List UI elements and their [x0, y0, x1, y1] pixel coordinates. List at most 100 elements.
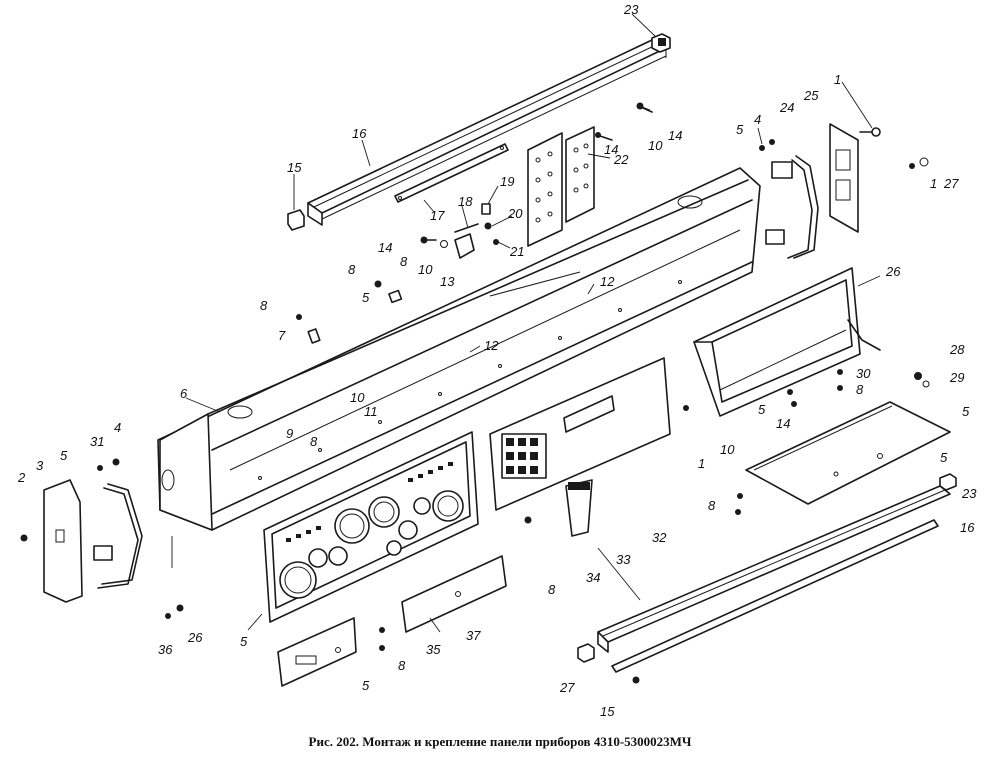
leader-lines	[171, 13, 881, 633]
bracket-2	[43, 479, 83, 603]
callout-14: 14	[378, 240, 392, 255]
callout-6: 6	[180, 386, 188, 401]
callout-23: 5	[940, 450, 948, 465]
callout-2: 3	[36, 458, 44, 473]
end-cap-23-top	[651, 33, 671, 53]
indicator-lamps	[286, 462, 453, 542]
switch-block	[501, 433, 547, 479]
bracket-36	[277, 617, 357, 687]
bracket-25	[829, 123, 859, 233]
gauge-speedometer	[279, 561, 317, 599]
callout-10: 10	[648, 138, 663, 153]
callout-34: 33	[616, 552, 631, 567]
plate-22	[527, 126, 595, 247]
callout-8: 8	[400, 254, 408, 269]
callout-8: 8	[348, 262, 356, 277]
callout-5: 5	[362, 290, 370, 305]
callout-16: 16	[352, 126, 367, 141]
callout-22: 22	[613, 152, 629, 167]
strip-17	[394, 143, 509, 203]
callout-14: 5	[758, 402, 766, 417]
callout-1: 2	[17, 470, 26, 485]
callout-25: 25	[803, 88, 819, 103]
callout-23: 23	[623, 2, 639, 17]
gauge-large-1	[334, 508, 370, 544]
callout-37: 5	[240, 634, 248, 649]
callout-8: 8	[310, 434, 318, 449]
callout-36: 5	[362, 678, 370, 693]
end-cap-23-bottom	[939, 473, 957, 491]
callout-27: 1	[930, 176, 937, 191]
callout-12: 12	[484, 338, 499, 353]
callout-3: 5	[60, 448, 68, 463]
bracket-35	[401, 555, 507, 633]
callout-19: 19	[500, 174, 514, 189]
end-cap-15-top	[287, 209, 305, 231]
callout-10: 10	[418, 262, 433, 277]
screw-14-bottom	[632, 676, 640, 684]
callout-5: 8	[398, 658, 406, 673]
callout-35: 37	[466, 628, 481, 643]
callout-24: 24	[779, 100, 794, 115]
figure-caption: Рис. 202. Монтаж и крепление панели приб…	[308, 734, 692, 749]
callout-5: 8	[708, 498, 716, 513]
callout-33: 32	[652, 530, 667, 545]
callout-8: 35	[426, 642, 441, 657]
callout-8: 30	[856, 366, 871, 381]
callout-14: 14	[668, 128, 682, 143]
callout-15: 27	[559, 680, 575, 695]
callout-17: 17	[430, 208, 445, 223]
callout-30: 29	[949, 370, 964, 385]
strip-32	[611, 519, 939, 673]
fasteners-right-top	[759, 127, 929, 169]
glovebox-lid-31	[745, 401, 951, 505]
gauge-large-2	[368, 496, 400, 528]
lower-trim-strip-16	[597, 485, 951, 653]
callout-4: 4	[754, 112, 761, 127]
callout-27: 26	[187, 630, 203, 645]
handle-3	[93, 483, 143, 589]
dashboard-frame-6	[157, 167, 761, 531]
switch-panel-33	[489, 357, 671, 511]
glovebox-frame-28	[693, 267, 881, 417]
callout-10: 14	[776, 416, 790, 431]
bracket-24	[765, 155, 819, 259]
callout-18: 18	[458, 194, 473, 209]
callout-labels: 23 16 15 17 18 19 20 21 22 14 14 10 14 8…	[17, 2, 977, 719]
callout-26: 36	[158, 642, 173, 657]
fasteners-right-mid	[683, 369, 930, 515]
switch-cover-34	[565, 479, 593, 537]
callout-7: 7	[278, 328, 286, 343]
callout-5: 5	[736, 122, 744, 137]
upper-trim-strip-16	[307, 39, 667, 226]
callout-11: 11	[364, 404, 378, 419]
end-cap-15-bottom	[577, 643, 595, 663]
callout-5: 8	[856, 382, 864, 397]
callout-32: 16	[960, 520, 975, 535]
callout-8: 34	[586, 570, 600, 585]
callout-8: 1	[698, 456, 705, 471]
callout-4: 31	[90, 434, 104, 449]
callout-20: 20	[507, 206, 523, 221]
instrument-cluster-37	[263, 431, 479, 623]
callout-5: 10	[720, 442, 735, 457]
callout-28: 26	[885, 264, 901, 279]
gauges-small	[308, 497, 431, 568]
callout-1: 1	[834, 72, 841, 87]
callout-14: 14	[604, 142, 618, 157]
gauge-large-3	[432, 490, 464, 522]
callout-12: 12	[600, 274, 615, 289]
callout-16: 23	[961, 486, 977, 501]
callout-26: 27	[943, 176, 959, 191]
callout-9: 9	[286, 426, 293, 441]
callout-13: 13	[440, 274, 455, 289]
fasteners-left	[20, 458, 120, 542]
fasteners-lower	[165, 604, 385, 651]
callout-29: 28	[949, 342, 965, 357]
callout-14: 15	[600, 704, 615, 719]
callout-31: 5	[962, 404, 970, 419]
nut-8-panel	[524, 516, 532, 524]
callout-5: 4	[114, 420, 121, 435]
callout-8: 8	[260, 298, 268, 313]
